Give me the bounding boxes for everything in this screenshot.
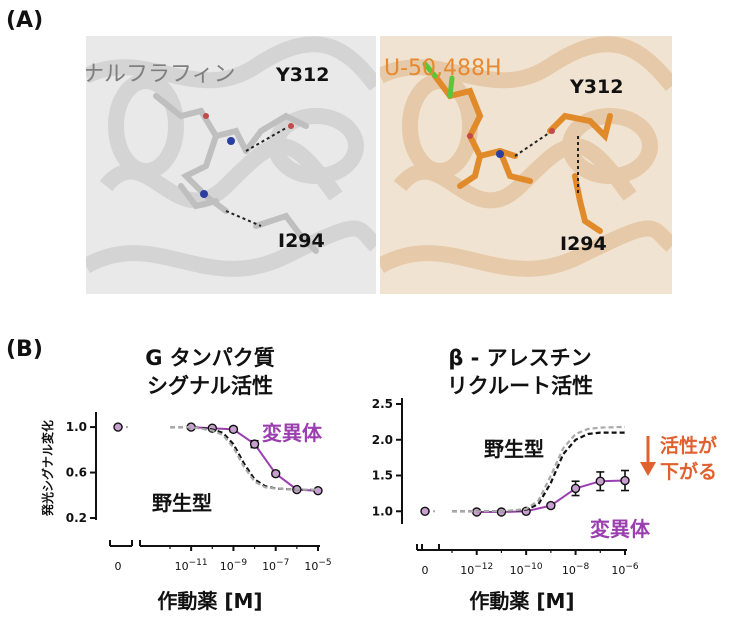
data-point bbox=[620, 475, 630, 486]
y-tick-label: 1.0 bbox=[66, 420, 87, 434]
structure-right-graphic bbox=[380, 36, 672, 294]
x-axis-label: 作動薬 [M] bbox=[469, 589, 574, 613]
annotation-line1: 活性が bbox=[660, 434, 717, 457]
panel-b-label: (B) bbox=[6, 337, 43, 362]
annotation-line2: 下がる bbox=[660, 460, 717, 483]
data-point bbox=[595, 476, 605, 486]
y-axis-label: 発光シグナル変化 bbox=[40, 420, 55, 517]
y-tick-label: 2.0 bbox=[372, 433, 393, 447]
structure-image-left: ナルフラフィン Y312 I294 bbox=[86, 36, 376, 294]
x-tick-label: 10−12 bbox=[460, 562, 493, 577]
series-label-mutant: 変異体 bbox=[262, 421, 323, 445]
x-tick-label: 0 bbox=[422, 564, 429, 577]
panel-a-label: (A) bbox=[6, 8, 44, 33]
data-point bbox=[420, 506, 430, 516]
x-tick-label: 10−5 bbox=[304, 558, 331, 573]
data-point bbox=[271, 468, 281, 479]
x-tick-label: 10−6 bbox=[611, 562, 639, 577]
x-tick-label: 0 bbox=[115, 560, 122, 573]
series-label-wildtype: 野生型 bbox=[484, 437, 544, 461]
activity-down-arrowhead bbox=[640, 462, 656, 476]
structure-left-graphic bbox=[86, 36, 376, 294]
y-tick-label: 0.2 bbox=[66, 511, 87, 525]
series-label-mutant: 変異体 bbox=[590, 517, 651, 541]
ligand-name-right: U-50,488H bbox=[384, 56, 502, 81]
y-tick-label: 0.6 bbox=[66, 466, 87, 480]
data-point bbox=[228, 424, 239, 435]
chart-title-line: G タンパク質 bbox=[145, 346, 275, 370]
x-tick-label: 10−9 bbox=[220, 558, 248, 573]
data-point bbox=[249, 439, 260, 449]
y-tick-label: 1.5 bbox=[372, 469, 393, 483]
structure-image-right: U-50,488H Y312 I294 bbox=[380, 36, 672, 294]
data-point bbox=[570, 483, 581, 494]
chart-title-line: リクルート活性 bbox=[447, 374, 593, 398]
data-point bbox=[546, 500, 556, 511]
chart-title-line: β - アレスチン bbox=[448, 346, 591, 370]
y-tick-label: 2.5 bbox=[372, 397, 393, 411]
x-tick-label: 10−10 bbox=[510, 562, 543, 577]
series-line bbox=[452, 431, 625, 513]
residue-label-i294-left: I294 bbox=[278, 230, 325, 252]
series-label-wildtype: 野生型 bbox=[152, 491, 212, 515]
series-line bbox=[452, 425, 626, 513]
data-point bbox=[313, 486, 323, 496]
x-tick-label: 10−7 bbox=[262, 558, 289, 573]
x-tick-label: 10−8 bbox=[562, 562, 590, 577]
residue-label-y312-left: Y312 bbox=[276, 64, 330, 86]
data-point bbox=[113, 422, 123, 432]
series-line bbox=[170, 426, 318, 491]
residue-label-i294-right: I294 bbox=[560, 233, 607, 255]
ligand-name-left: ナルフラフィン bbox=[86, 62, 236, 87]
y-tick-label: 1.0 bbox=[372, 504, 393, 518]
x-tick-label: 10−11 bbox=[175, 558, 208, 573]
chart-title-line: シグナル活性 bbox=[147, 374, 273, 398]
x-axis-label: 作動薬 [M] bbox=[157, 589, 262, 613]
residue-label-y312-right: Y312 bbox=[570, 76, 624, 98]
